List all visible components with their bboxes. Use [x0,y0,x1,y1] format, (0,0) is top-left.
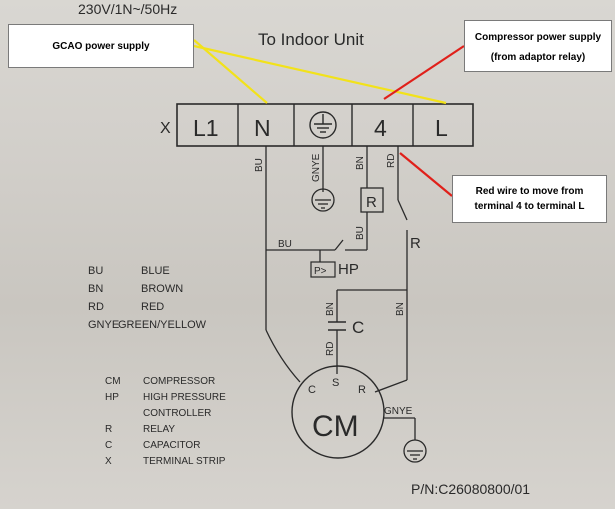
legend-name: BROWN [141,283,183,295]
wire-code-bu-hp: BU [278,239,292,250]
terminal-4: 4 [374,115,387,141]
motor-c-label: C [308,384,316,396]
earth-icon [311,188,335,212]
motor-earth-icon [403,439,427,463]
compressor-motor: CM C S R [291,365,385,459]
wires [265,146,416,440]
wire-code-bn-motor: BN [395,302,406,316]
motor-s-label: S [332,377,339,389]
wire-code-bu: BU [254,158,265,172]
red-line-compressor [383,45,465,100]
red-wire-callout-line2: terminal 4 to terminal L [474,201,585,212]
wire-code-bn: BN [355,156,366,170]
legend-code: X [105,456,112,467]
legend-code: C [105,440,112,451]
annotation-lines [193,39,465,197]
legend-code: RD [88,301,104,313]
compressor-callout-line2: (from adaptor relay) [490,52,586,63]
wire-code-bu-relay: BU [355,226,366,240]
capacitor-label: C [352,318,364,337]
high-pressure-switch: P> HP [310,261,359,278]
relay-contact-label: R [410,235,421,252]
capacitor: C [328,318,364,337]
gcao-callout-text: GCAO power supply [52,41,150,52]
legend-code: R [105,424,112,435]
terminal-x: X [160,120,171,137]
part-number: P/N:C26080800/01 [411,481,530,497]
red-wire-callout-line1: Red wire to move from [475,186,584,197]
legend-name: TERMINAL STRIP [143,456,226,467]
terminal-n: N [254,115,271,141]
relay-box-label: R [366,194,377,211]
wire-code-rd-cap: RD [325,342,336,356]
red-wire-callout: Red wire to move from terminal 4 to term… [452,175,607,223]
legend-name: CAPACITOR [143,440,200,451]
red-line-wire [399,152,453,197]
compressor-callout-line1: Compressor power supply [474,32,602,43]
legend-code: HP [105,392,119,403]
header-text: 230V/1N~/50Hz [78,1,177,17]
legend-colors: BU BLUE BN BROWN RD RED GNYE GREEN/YELLO… [88,265,207,331]
hp-box-label: P> [314,266,327,277]
yellow-line-n [193,39,268,104]
wire-code-rd: RD [386,154,397,168]
legend-code: BN [88,283,103,295]
legend-name: HIGH PRESSURE [143,392,226,403]
terminal-l1: L1 [193,115,219,141]
legend-code: GNYE [88,319,119,331]
legend-name: COMPRESSOR [143,376,215,387]
yellow-line-l [193,44,447,105]
legend-name: RED [141,301,164,313]
motor-label: CM [312,410,359,443]
wire-code-gnye-motor: GNYE [384,406,413,417]
legend-code: CM [105,376,121,387]
legend-parts: CM COMPRESSOR HP HIGH PRESSURE CONTROLLE… [105,376,226,467]
compressor-callout: Compressor power supply (from adaptor re… [464,20,612,72]
legend-name: CONTROLLER [143,408,211,419]
hp-label: HP [338,261,359,278]
legend-name: BLUE [141,265,170,277]
terminal-earth-icon [309,111,337,139]
legend-code: BU [88,265,103,277]
motor-r-label: R [358,384,366,396]
legend-name: GREEN/YELLOW [118,319,207,331]
terminal-l: L [435,115,448,141]
wire-code-bn-cap: BN [325,302,336,316]
to-indoor-unit-label: To Indoor Unit [258,30,364,49]
legend-name: RELAY [143,424,175,435]
gcao-callout: GCAO power supply [8,24,194,68]
wire-code-gnye: GNYE [311,153,322,182]
terminal-strip: X L1 N 4 L [160,103,474,147]
